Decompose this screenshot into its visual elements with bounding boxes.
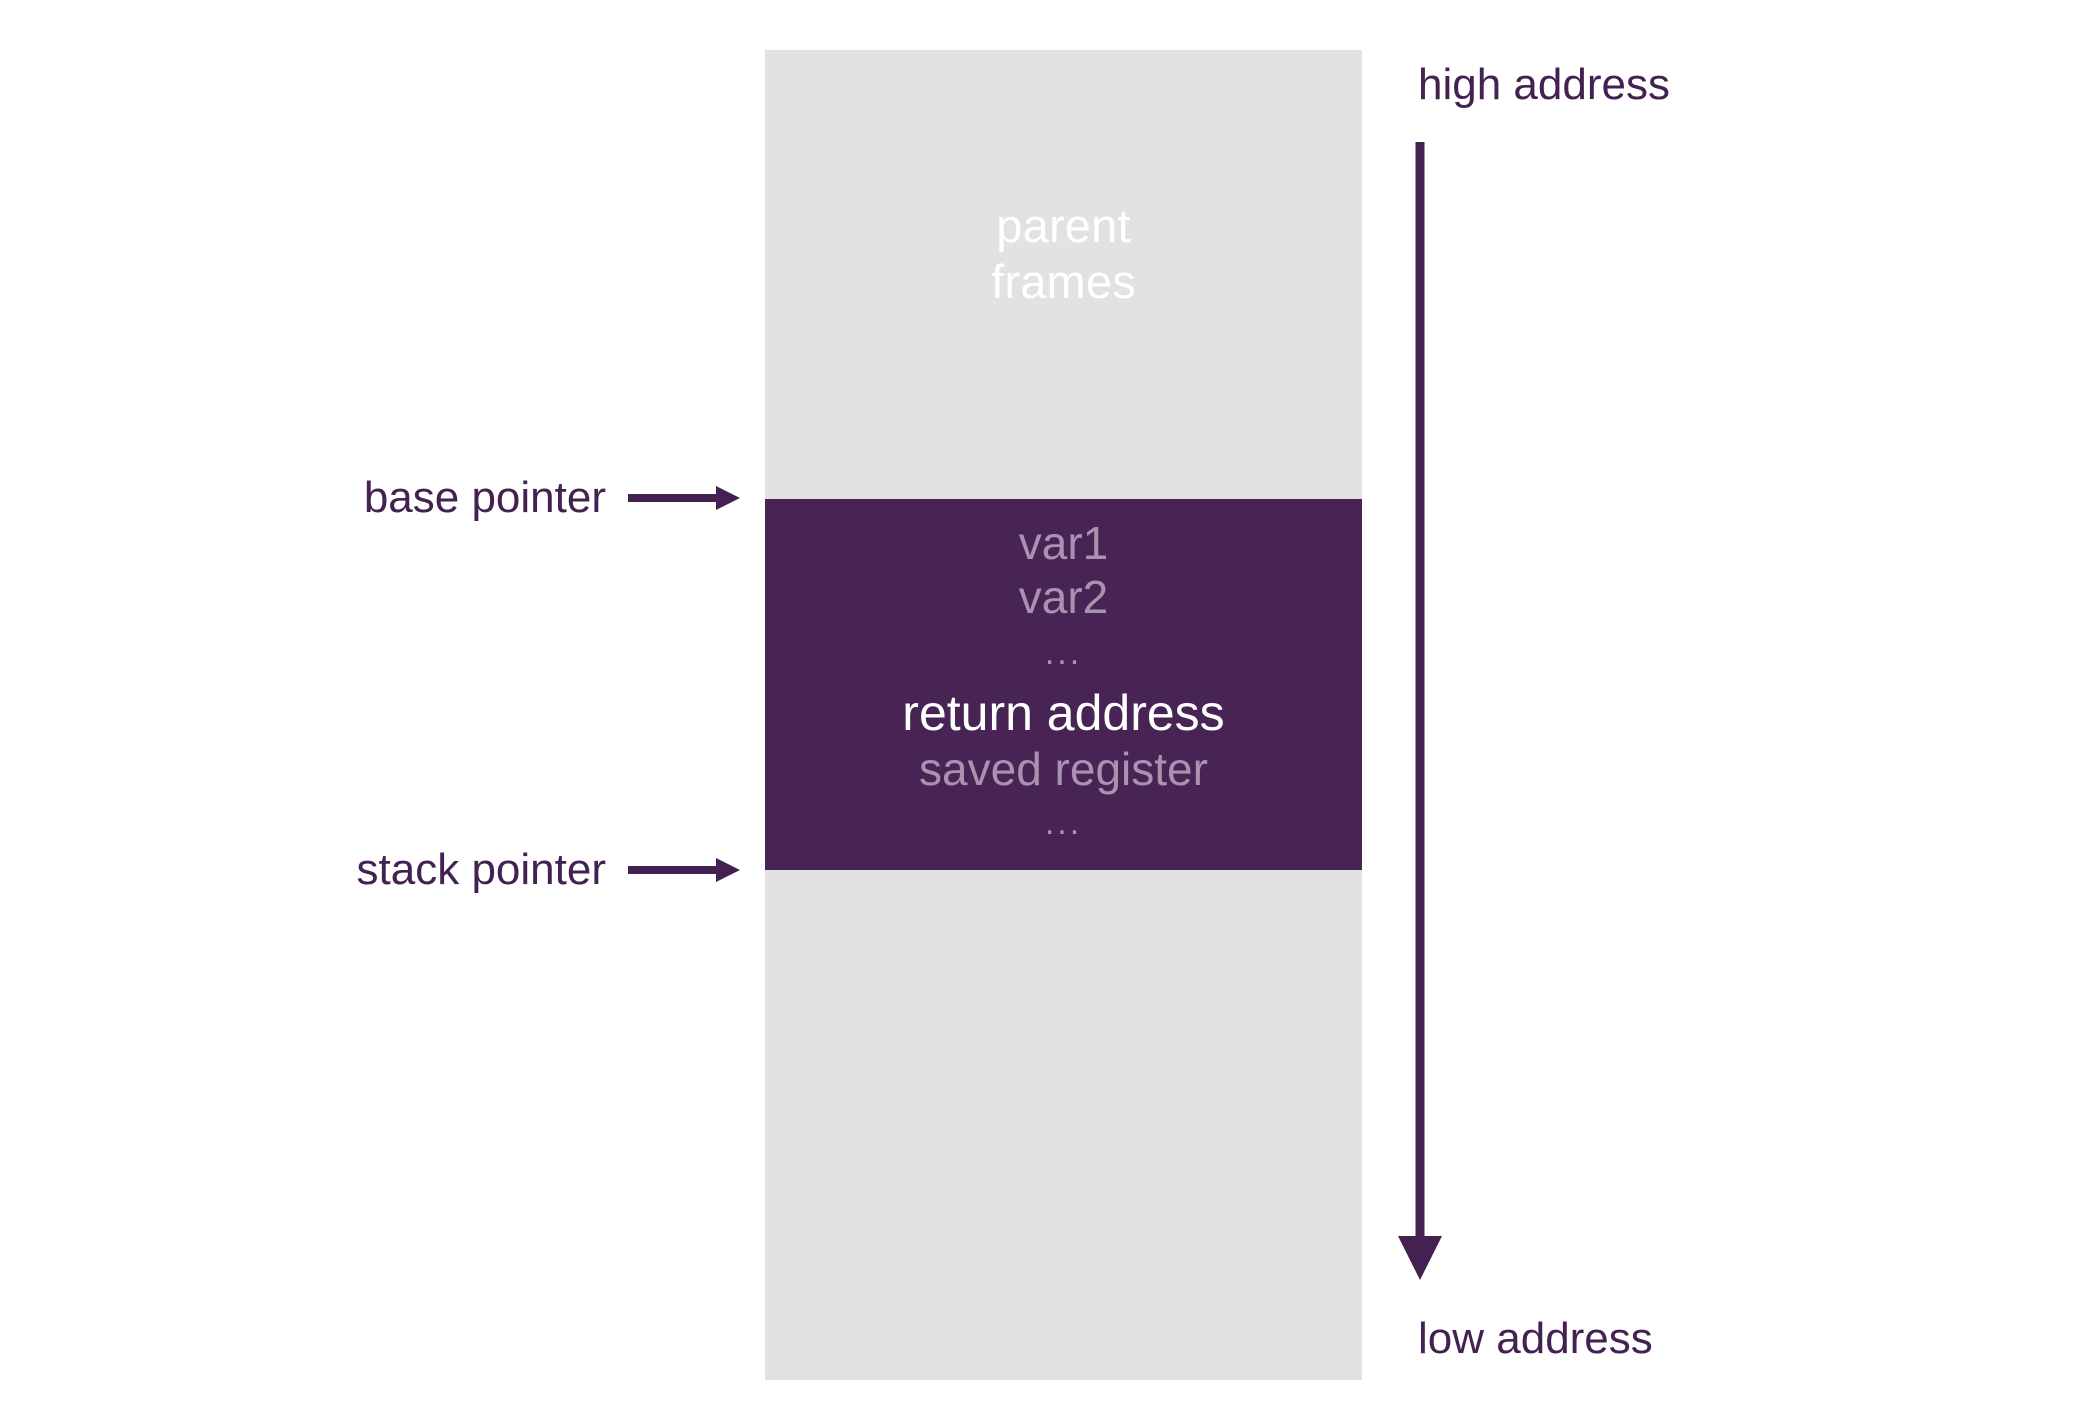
address-direction-axis (1398, 142, 1442, 1280)
frame-row-var2: var2 (1018, 571, 1109, 623)
base-pointer-annotation: base pointer (260, 468, 740, 528)
parent-frames-label: parent frames (991, 199, 1136, 308)
frame-row-ellipsis-upper: ... (1044, 634, 1083, 672)
frame-row-return-address: return address (902, 685, 1225, 741)
frame-row-var1: var1 (1018, 517, 1109, 569)
low-address-label: low address (1418, 1314, 1653, 1363)
arrow-right-icon (628, 858, 740, 882)
frame-row-ellipsis-lower: ... (1044, 804, 1083, 842)
high-address-label: high address (1418, 60, 1670, 109)
frame-row-saved-register: saved register (919, 743, 1208, 795)
stack-pointer-annotation: stack pointer (260, 840, 740, 900)
base-pointer-label: base pointer (363, 473, 606, 522)
frame-row-list: var1 var2 ... return address saved regis… (765, 499, 1362, 870)
current-stack-frame: var1 var2 ... return address saved regis… (765, 499, 1362, 870)
arrow-right-icon (628, 486, 740, 510)
stack-pointer-label: stack pointer (356, 845, 606, 894)
arrow-down-icon (1398, 1236, 1442, 1280)
